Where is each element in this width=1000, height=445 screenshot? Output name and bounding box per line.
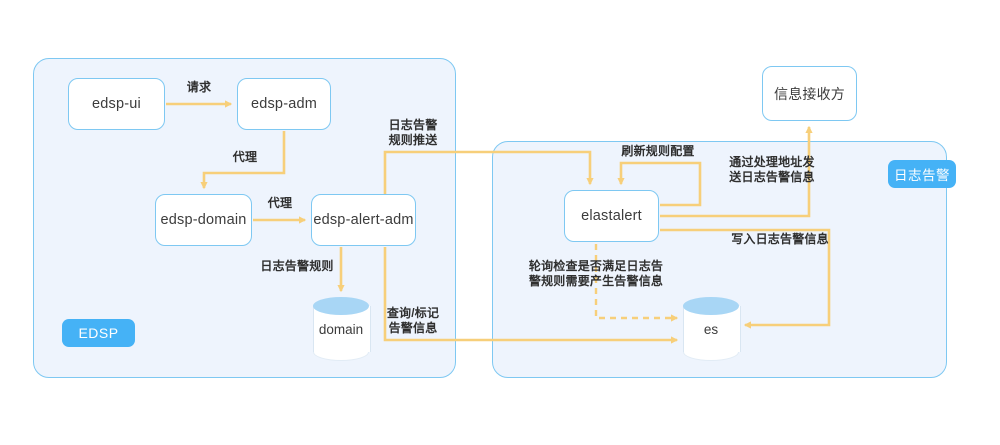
badge-log-alert: 日志告警 — [888, 160, 956, 188]
node-edsp-domain[interactable]: edsp-domain — [155, 194, 252, 246]
edge-elastalert-refresh — [617, 161, 702, 207]
cylinder-body — [313, 306, 371, 352]
edge-label-request: 请求 — [186, 80, 212, 94]
datastore-es[interactable]: es — [683, 297, 741, 361]
edge-adm-to-domain — [200, 131, 286, 190]
edge-label-rule-push: 日志告警 规则推送 — [388, 118, 438, 147]
node-label: edsp-ui — [92, 96, 141, 112]
edge-elastalert-to-receiver — [660, 125, 813, 218]
cylinder-top-ellipse — [683, 297, 739, 315]
edge-label-write-alert-info: 写入日志告警信息 — [731, 232, 829, 246]
node-edsp-ui[interactable]: edsp-ui — [68, 78, 165, 130]
edge-elastalert-poll-es — [594, 244, 679, 322]
edge-label-alert-rule: 日志告警规则 — [260, 259, 334, 273]
datastore-label: domain — [318, 321, 364, 337]
edge-label-query-mark: 查询/标记 告警信息 — [386, 306, 440, 335]
edge-label-refresh-rule-config: 刷新规则配置 — [621, 144, 695, 158]
badge-edsp: EDSP — [62, 319, 135, 347]
node-label: elastalert — [581, 208, 642, 224]
edge-elastalert-to-es-write — [660, 228, 831, 329]
edge-label-poll-check: 轮询检查是否满足日志告 警规则需要产生告警信息 — [528, 259, 664, 288]
node-message-receiver[interactable]: 信息接收方 — [762, 66, 857, 121]
edge-alertadm-to-es — [383, 247, 679, 344]
node-label: edsp-domain — [160, 212, 247, 228]
datastore-domain[interactable]: domain — [313, 297, 371, 361]
node-edsp-adm[interactable]: edsp-adm — [237, 78, 331, 130]
node-label: 信息接收方 — [774, 85, 845, 102]
node-elastalert[interactable]: elastalert — [564, 190, 659, 242]
node-edsp-alert-adm[interactable]: edsp-alert-adm — [311, 194, 416, 246]
datastore-label: es — [703, 321, 719, 337]
cylinder-top-ellipse — [313, 297, 369, 315]
edge-alertadm-to-elastalert — [383, 150, 594, 194]
badge-label: EDSP — [78, 325, 119, 341]
edge-label-send-to-receiver: 通过处理地址发 送日志告警信息 — [729, 155, 815, 184]
edge-label-proxy-domain-alert: 代理 — [267, 196, 293, 210]
edge-label-proxy-adm-domain: 代理 — [232, 150, 258, 164]
badge-label: 日志告警 — [894, 168, 950, 183]
node-label: edsp-adm — [250, 96, 318, 112]
node-label: edsp-alert-adm — [313, 212, 414, 228]
